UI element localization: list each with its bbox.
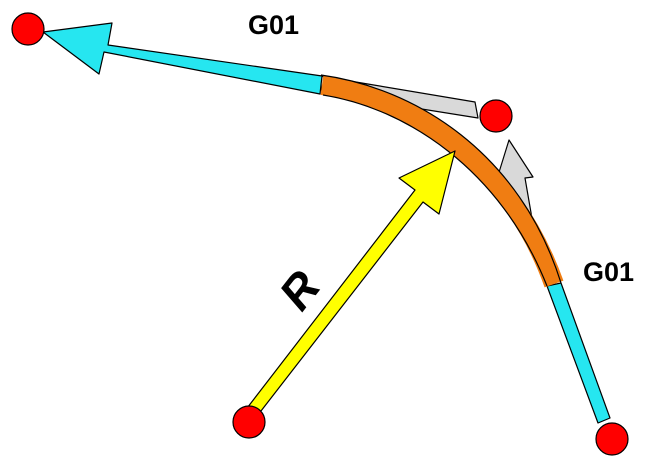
linear-move-right [546, 282, 611, 424]
arc-move-outline-inner [322, 94, 548, 287]
end-point [595, 422, 629, 456]
arc-move-outline-outer [320, 74, 562, 284]
arc-move [320, 75, 564, 288]
arc-center-point [232, 405, 266, 439]
radius-label: R [269, 261, 330, 319]
corner-point [479, 99, 513, 133]
radius-arrow [243, 150, 456, 421]
linear-move-arrow-top [42, 22, 323, 95]
start-point [11, 12, 45, 46]
g01-label-right: G01 [583, 257, 634, 287]
g01-label-top: G01 [248, 10, 299, 40]
